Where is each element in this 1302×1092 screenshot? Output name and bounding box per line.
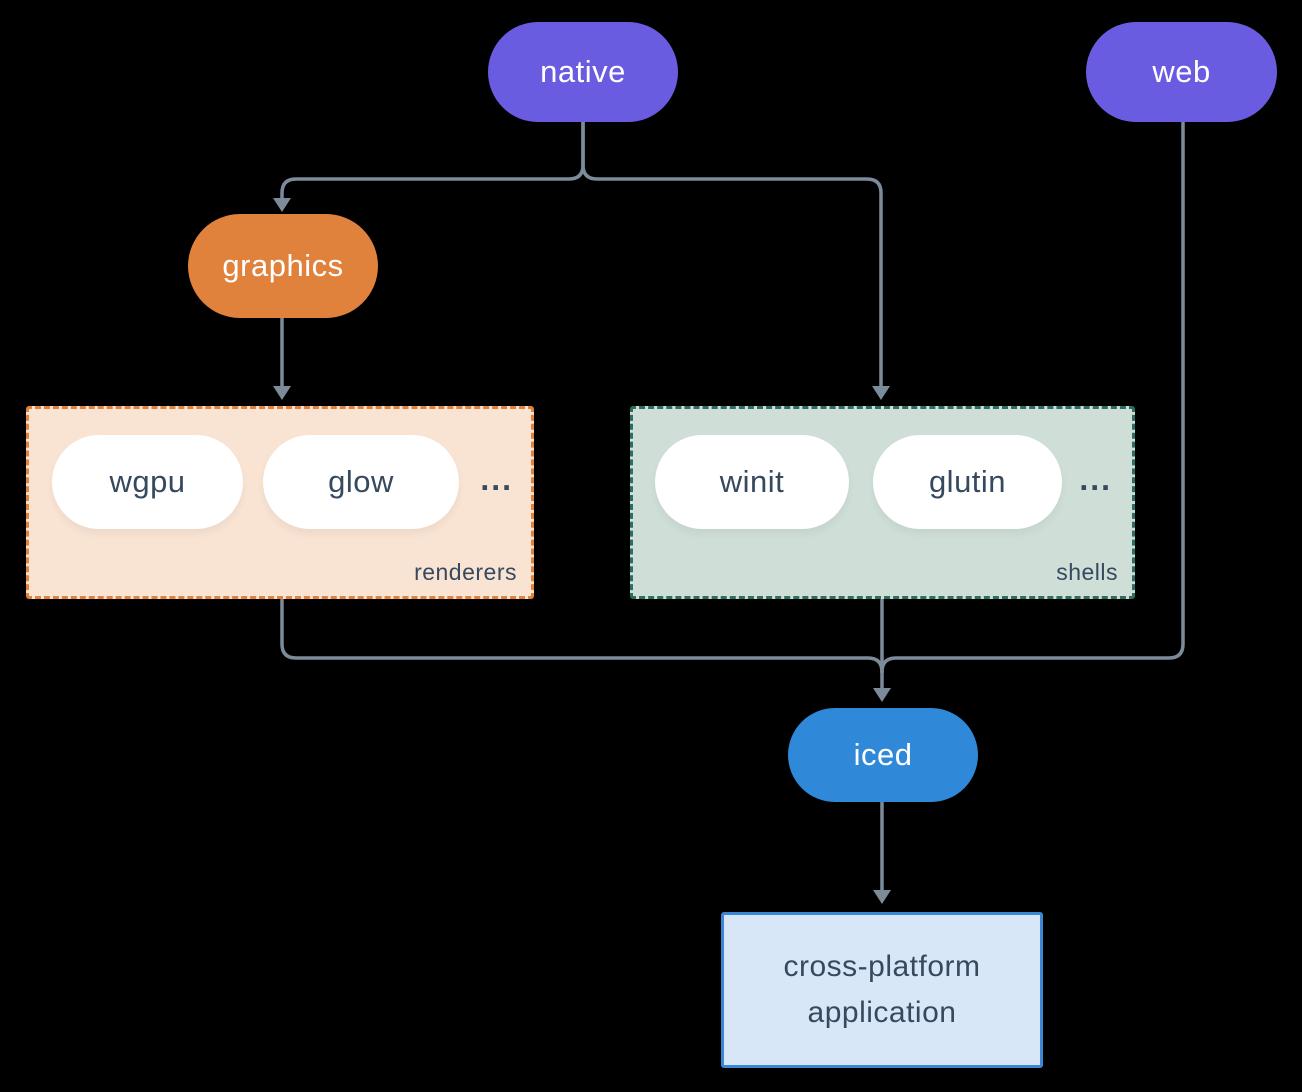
- node-glutin: glutin: [873, 435, 1062, 529]
- node-glutin-label: glutin: [928, 464, 1007, 499]
- node-winit-label: winit: [719, 464, 785, 499]
- node-glow: glow: [263, 435, 459, 529]
- shells-group-label: shells: [1056, 559, 1118, 585]
- renderers-group-label: renderers: [414, 559, 517, 585]
- node-wgpu-label: wgpu: [109, 464, 186, 499]
- node-web: web: [1086, 22, 1277, 122]
- node-graphics-label: graphics: [222, 248, 344, 283]
- node-native-label: native: [540, 54, 626, 89]
- node-iced-label: iced: [853, 737, 913, 772]
- arrowhead-application: [873, 890, 891, 904]
- group-renderers: wgpu glow ... renderers: [26, 406, 534, 599]
- node-iced: iced: [788, 708, 978, 802]
- arrowhead-shells: [872, 386, 890, 400]
- edge-renderers-merge: [280, 598, 884, 674]
- arrowhead-iced: [873, 688, 891, 702]
- edge-native-graphics: [280, 120, 585, 201]
- arrowhead-renderers: [273, 386, 291, 400]
- shells-ellipsis: ...: [1079, 460, 1112, 497]
- node-wgpu: wgpu: [52, 435, 243, 529]
- arrowhead-graphics: [273, 198, 291, 212]
- node-application: cross-platform application: [721, 912, 1043, 1068]
- node-winit: winit: [655, 435, 849, 529]
- node-web-label: web: [1152, 54, 1211, 89]
- renderers-ellipsis: ...: [480, 460, 513, 497]
- application-label-line1: cross-platform: [783, 950, 981, 983]
- node-glow-label: glow: [328, 464, 394, 499]
- edge-native-shells: [581, 120, 883, 389]
- node-native: native: [488, 22, 678, 122]
- application-label-line2: application: [807, 996, 957, 1029]
- group-shells: winit glutin ... shells: [630, 406, 1135, 599]
- node-graphics: graphics: [188, 214, 378, 318]
